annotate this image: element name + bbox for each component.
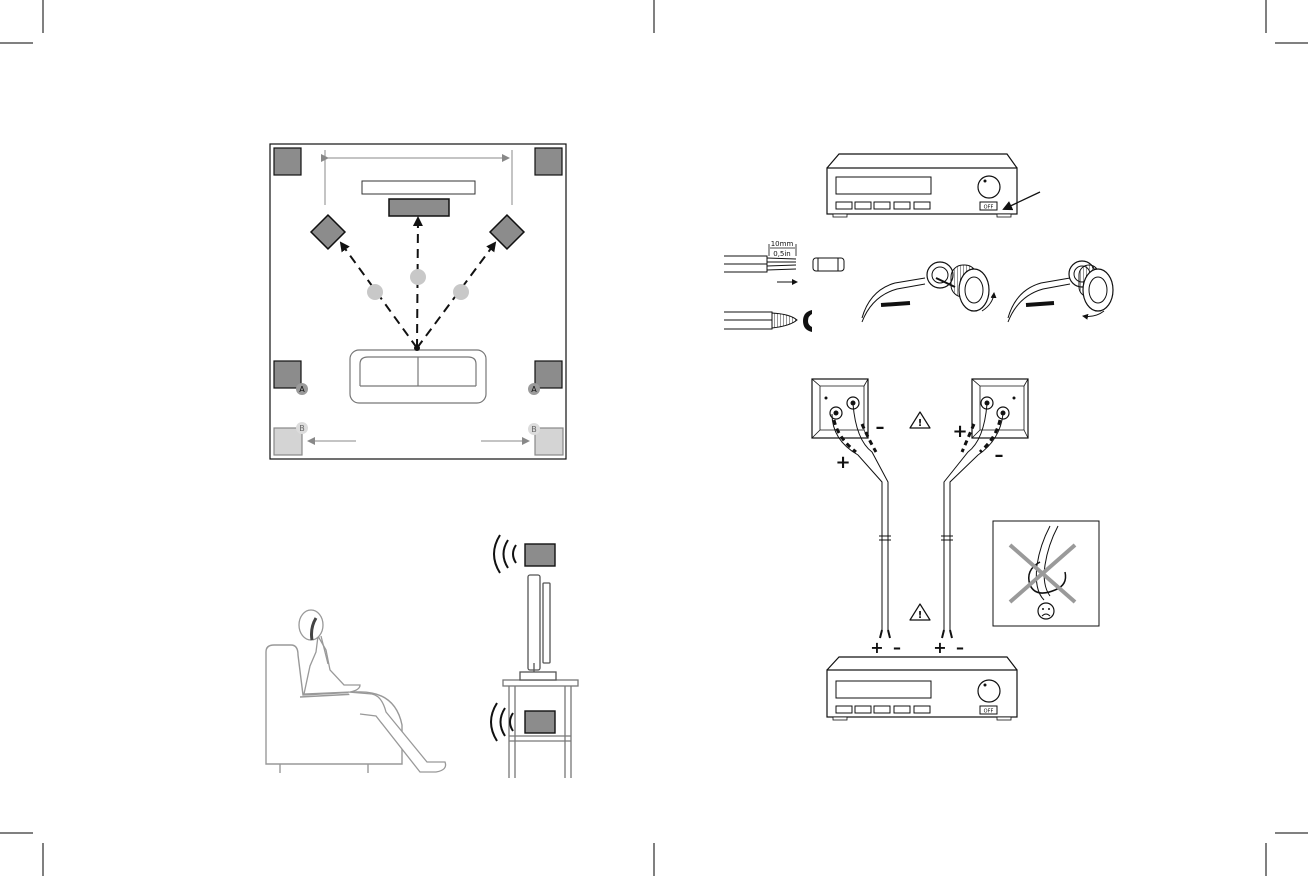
amp-bottom-display [836,681,931,698]
amp-right-plus-label: + [933,638,946,657]
left-speaker-terminals [812,379,868,438]
corner-speaker-front-left [274,148,301,175]
binding-post-tighten [1008,261,1113,322]
amplifier-bottom: OFF [827,657,1017,720]
right-speaker-plus-label: + [952,421,967,442]
twist-rotation-glyph [803,310,812,332]
short-circuit-warning [993,521,1099,626]
binding-post-insert [862,262,994,322]
zone-b-label-left: B [299,424,305,433]
surround-speaker-a-right [535,361,562,388]
strip-length-metric: 10mm [771,240,794,248]
amp-bottom-input-buttons [836,706,930,713]
seated-person [299,610,446,772]
volume-knob-bottom [978,680,1000,702]
warning-bottom-glyph: ! [918,610,923,621]
right-cable-minus-label: – [995,445,1004,466]
angle-marker-right [453,284,469,300]
sound-waves-upper [494,535,516,573]
zone-b-label-right: B [531,425,537,434]
speaker-wiring-diagram: – + + – ! ! + – + – [812,379,1099,657]
angle-marker-left [367,284,383,300]
surround-speaker-a-left [274,361,301,388]
amp-left-minus-label: – [893,638,901,657]
strip-length-imperial: 0,5in [773,250,791,258]
left-speaker-minus-label: – [876,417,885,438]
center-speaker [389,199,449,216]
sad-face-icon [1038,603,1054,619]
amp-display [836,177,931,194]
upper-speaker [525,544,555,566]
lower-speaker [525,711,555,733]
room-layout-diagram: A A B B [270,144,566,459]
left-speaker-cable [832,404,891,638]
zone-a-label-right: A [531,385,537,394]
zone-a-label-left: A [299,385,305,394]
corner-speaker-front-right [535,148,562,175]
sofa [350,350,486,403]
right-speaker-terminals [972,379,1028,438]
amp-input-buttons [836,202,930,209]
power-button-label: OFF [984,205,994,211]
angle-marker-center [410,269,426,285]
listening-position [414,345,420,351]
power-button-bottom-label: OFF [984,709,994,715]
listening-height-diagram [266,535,578,778]
warning-top-glyph: ! [918,418,923,429]
amp-left-plus-label: + [870,638,883,657]
tv-screen [362,181,475,194]
amp-right-minus-label: – [956,638,964,657]
surround-speaker-b-right [535,428,563,455]
volume-knob [978,176,1000,198]
warning-icon-top: ! [910,412,930,429]
warning-icon-bottom: ! [910,604,930,621]
sound-waves-lower [491,703,513,741]
wire-preparation: 10mm 0,5in [724,240,1113,332]
left-cable-plus-label: + [835,452,850,473]
amplifier-top: OFF [827,154,1040,217]
television [520,575,556,680]
